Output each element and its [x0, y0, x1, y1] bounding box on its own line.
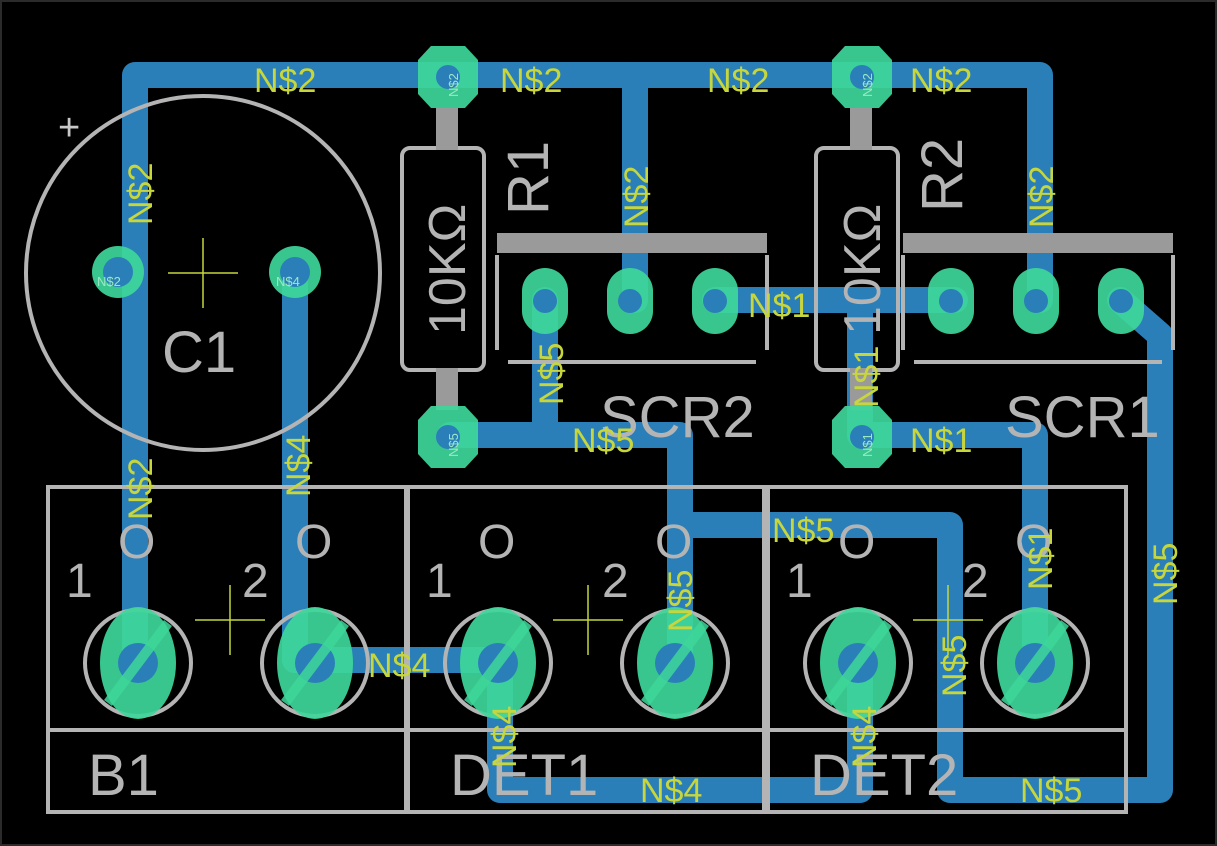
net-label: N$1 [848, 346, 886, 408]
net-label: N$5 [572, 422, 634, 460]
det1-pin1-no: 1 [426, 555, 453, 608]
net-labels: N$2 N$2 N$2 N$2 N$2 N$2 N$2 N$2 N$4 N$4 … [122, 62, 1185, 810]
net-label: N$2 [122, 163, 160, 225]
trace-n4-det2 [487, 647, 873, 803]
net-label: N$4 [846, 706, 884, 768]
b1-ref: B1 [88, 743, 159, 808]
b1-pin1-no: 1 [66, 555, 93, 608]
det2-hole-1: O [838, 516, 875, 569]
r2-pad-1-net: N$2 [860, 73, 875, 97]
r2-ref: R2 [910, 138, 975, 212]
trace-n5-det1 [532, 422, 693, 673]
net-label: N$4 [486, 706, 524, 768]
det2-pin1-no: 1 [786, 555, 813, 608]
net-label: N$4 [280, 435, 318, 497]
net-label: N$5 [1147, 543, 1185, 605]
net-label: N$5 [662, 570, 700, 632]
net-label: N$5 [1020, 772, 1082, 810]
silk-text: + C1 R1 10KΩ R2 10KΩ SCR2 SCR1 1 2 1 2 1… [58, 107, 1160, 808]
b1-hole-2: O [295, 516, 332, 569]
net-label: N$5 [936, 635, 974, 697]
net-label: N$2 [500, 62, 562, 100]
net-label: N$4 [368, 647, 430, 685]
det2-outline [766, 485, 1128, 814]
pads [92, 46, 1144, 719]
c1-ref: C1 [162, 320, 236, 385]
net-label: N$4 [640, 772, 702, 810]
det2-pin2-no: 2 [962, 555, 989, 608]
net-label: N$2 [122, 458, 160, 520]
pad-net-tags: N$2 N$4 N$2 N$5 N$2 N$1 [97, 73, 875, 457]
det1-hole-1: O [478, 516, 515, 569]
scr1-tab [903, 233, 1173, 253]
trace-n2-bus [122, 62, 1053, 313]
trace-n1-det2 [847, 422, 1048, 673]
r1-ref: R1 [496, 141, 561, 215]
net-label: N$5 [772, 512, 834, 550]
det1-outline [406, 485, 766, 814]
net-label: N$2 [254, 62, 316, 100]
r1-value: 10KΩ [419, 204, 477, 335]
b1-hole-1: O [118, 516, 155, 569]
b1-pin2-no: 2 [242, 555, 269, 608]
det2-ref: DET2 [810, 743, 958, 808]
silkscreen [24, 94, 1175, 814]
c1-pad-1-net: N$2 [97, 274, 121, 289]
net-label: N$1 [910, 422, 972, 460]
det1-pin2-no: 2 [602, 555, 629, 608]
scr2-ref: SCR2 [600, 385, 755, 450]
scr2-tab [497, 233, 767, 253]
scr1-ref: SCR1 [1005, 385, 1160, 450]
net-label: N$2 [618, 166, 656, 228]
r1-pad-1-net: N$2 [446, 73, 461, 97]
det2-hole-2: O [1015, 516, 1052, 569]
det1-ref: DET1 [450, 743, 598, 808]
c1-outline [24, 94, 382, 452]
net-label: N$2 [707, 62, 769, 100]
r2-value: 10KΩ [834, 204, 892, 335]
c1-polarity: + [58, 107, 80, 149]
r1-pad-2-net: N$5 [446, 433, 461, 457]
trace-n5-scr1 [667, 287, 1173, 803]
net-label: N$2 [910, 62, 972, 100]
net-label: N$1 [748, 287, 810, 325]
c1-pad-2-net: N$4 [276, 274, 300, 289]
net-label: N$5 [533, 343, 571, 405]
net-label: N$2 [1023, 166, 1061, 228]
det1-hole-2: O [655, 516, 692, 569]
net-label: N$1 [1022, 528, 1060, 590]
r2-pad-2-net: N$1 [860, 433, 875, 457]
